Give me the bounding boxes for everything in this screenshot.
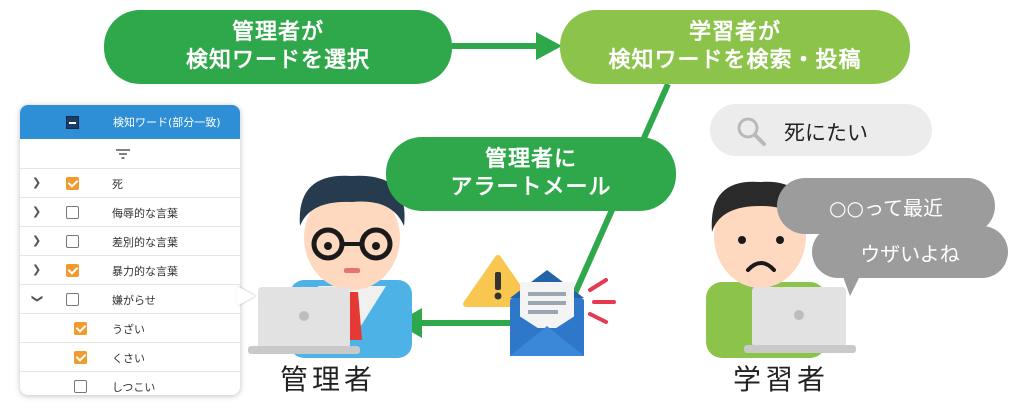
panel-header-label: 検知ワード(部分一致) xyxy=(113,116,221,129)
list-item-label: 差別的な言葉 xyxy=(112,236,178,249)
list-item[interactable]: ❯ 暴力的な言葉 xyxy=(20,256,240,285)
select-all-checkbox[interactable] xyxy=(66,115,79,129)
chat-text-1: ○○って最近 xyxy=(829,195,943,220)
panel-header: 検知ワード(部分一致) xyxy=(20,105,240,139)
chevron-right-icon[interactable]: ❯ xyxy=(32,205,42,218)
admin-laptop xyxy=(248,287,360,354)
checkbox[interactable] xyxy=(74,351,87,364)
search-icon xyxy=(737,117,766,146)
list-item-label: 嫌がらせ xyxy=(112,294,156,307)
list-item-label: しつこい xyxy=(112,381,156,394)
filter-icon[interactable] xyxy=(115,148,131,160)
checkbox[interactable] xyxy=(66,264,79,277)
panel-tail xyxy=(237,286,255,306)
list-item-label: 暴力的な言葉 xyxy=(112,265,178,278)
chat-text-2: ウザいよね xyxy=(860,241,960,266)
chevron-right-icon[interactable]: ❯ xyxy=(32,234,42,247)
list-item[interactable]: しつこい xyxy=(20,372,240,395)
checkbox[interactable] xyxy=(66,235,79,248)
learner-laptop xyxy=(744,287,856,353)
checkbox[interactable] xyxy=(74,322,87,335)
node-learner-search: 学習者が 検知ワードを検索・投稿 xyxy=(560,10,910,84)
chevron-right-icon[interactable]: ❯ xyxy=(32,263,42,276)
chevron-down-icon[interactable]: ❯ xyxy=(31,294,44,304)
list-item-label: くさい xyxy=(112,352,145,365)
mail-icon xyxy=(510,270,584,356)
list-item[interactable]: ❯ 差別的な言葉 xyxy=(20,227,240,256)
node-admin-alert-line1: 管理者に xyxy=(484,147,577,172)
checkbox[interactable] xyxy=(66,206,79,219)
list-item-label: 死 xyxy=(112,178,123,191)
list-item[interactable]: ❯ 嫌がらせ xyxy=(20,285,240,314)
list-item[interactable]: うざい xyxy=(20,314,240,343)
warning-icon xyxy=(463,255,533,307)
node-admin-select-line1: 管理者が xyxy=(231,20,324,45)
detection-word-panel: 検知ワード(部分一致) ❯ 死 ❯ 侮辱的な言葉 ❯ 差別的な言葉 ❯ 暴力的な… xyxy=(20,105,240,395)
arrow-head-right xyxy=(536,32,562,60)
node-admin-select: 管理者が 検知ワードを選択 xyxy=(104,10,452,84)
list-item[interactable]: ❯ 侮辱的な言葉 xyxy=(20,198,240,227)
node-learner-search-line1: 学習者が xyxy=(688,20,781,45)
chevron-right-icon[interactable]: ❯ xyxy=(32,176,42,189)
chat-bubble-2: ウザいよね xyxy=(812,226,1008,278)
list-item[interactable]: くさい xyxy=(20,343,240,372)
list-item-label: 侮辱的な言葉 xyxy=(112,207,178,220)
node-admin-select-line2: 検知ワードを選択 xyxy=(185,48,370,73)
node-learner-search-line2: 検知ワードを検索・投稿 xyxy=(608,48,862,73)
actor-label-admin: 管理者 xyxy=(280,363,377,396)
list-item-label: うざい xyxy=(112,323,145,336)
node-admin-alert: 管理者に アラートメール xyxy=(386,137,676,211)
search-query: 死にたい xyxy=(784,121,868,145)
checkbox[interactable] xyxy=(74,380,87,393)
search-bar[interactable]: 死にたい xyxy=(710,104,932,156)
alert-lines-icon xyxy=(588,278,616,324)
checkbox[interactable] xyxy=(66,177,79,190)
node-admin-alert-line2: アラートメール xyxy=(450,175,612,200)
actor-label-learner: 学習者 xyxy=(733,363,830,396)
list-item[interactable]: ❯ 死 xyxy=(20,169,240,198)
chat-bubble-1: ○○って最近 xyxy=(777,178,995,234)
checkbox[interactable] xyxy=(66,293,79,306)
filter-row xyxy=(20,139,240,169)
